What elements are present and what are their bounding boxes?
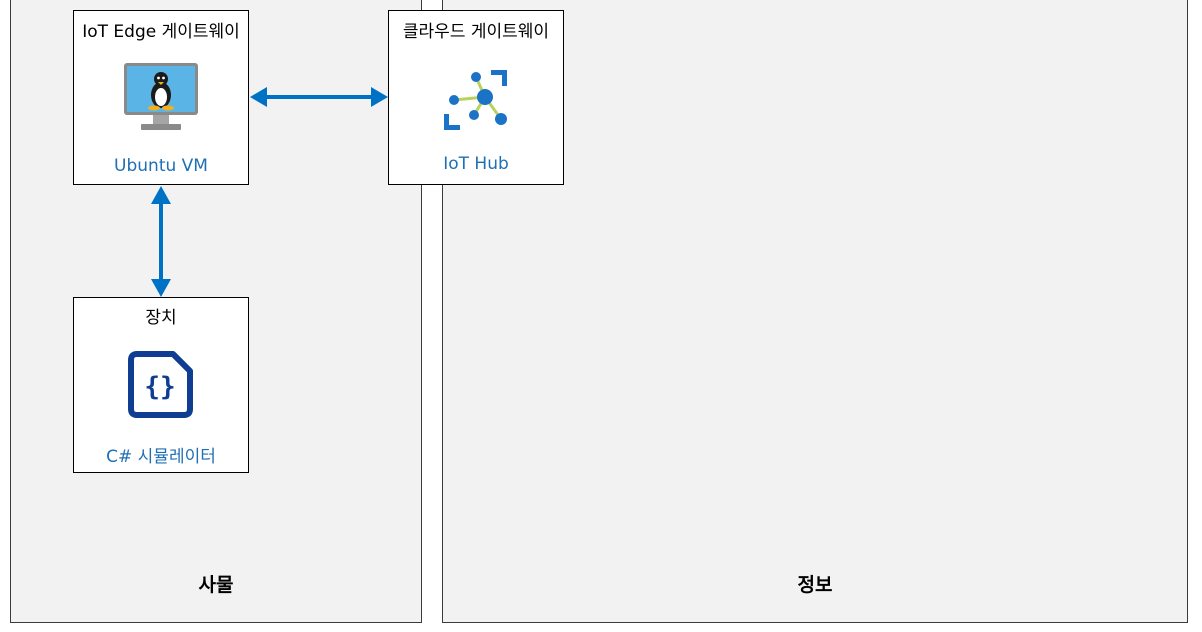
svg-text:{}: {}	[144, 372, 175, 402]
device-node: 장치 {} C# 시뮬레이터	[73, 297, 249, 473]
edge-cloud-connector	[250, 87, 388, 107]
edge-gateway-title: IoT Edge 게이트웨이	[82, 22, 240, 42]
arrowhead-right	[371, 87, 388, 107]
device-caption: C# 시뮬레이터	[106, 447, 216, 467]
edge-device-connector	[151, 186, 171, 297]
edge-gateway-caption: Ubuntu VM	[114, 156, 208, 176]
arrowhead-up	[151, 186, 171, 204]
device-title: 장치	[145, 308, 177, 328]
code-file-icon: {}	[128, 351, 193, 418]
iot-hub-icon	[444, 70, 507, 130]
linux-vm-icon	[124, 63, 198, 130]
cloud-gateway-node: 클라우드 게이트웨이 IoT Hub	[388, 10, 564, 185]
edge-gateway-node: IoT Edge 게이트웨이 Ubuntu VM	[73, 10, 249, 185]
arrowhead-down	[151, 279, 171, 297]
cloud-gateway-caption: IoT Hub	[443, 154, 509, 174]
insights-panel-label: 정보	[797, 574, 833, 596]
insights-panel: 정보	[442, 0, 1188, 623]
things-panel-label: 사물	[198, 574, 234, 596]
arrowhead-left	[250, 87, 267, 107]
cloud-gateway-title: 클라우드 게이트웨이	[402, 22, 550, 42]
